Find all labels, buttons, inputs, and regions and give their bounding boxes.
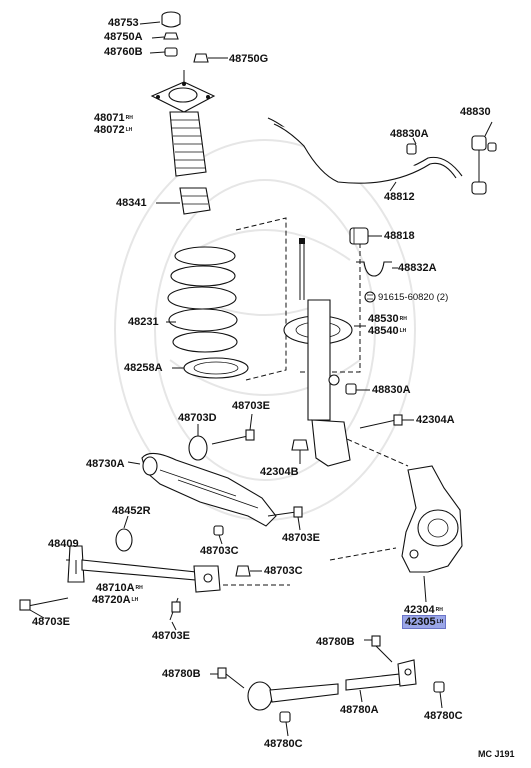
bolt-48703e-bot xyxy=(169,597,181,631)
nut-48830a-mid xyxy=(345,383,370,395)
nut-48703c-a xyxy=(213,525,224,545)
bushing-48818 xyxy=(349,227,382,245)
bolt-42304a xyxy=(359,414,414,429)
steering-knuckle-42304 xyxy=(401,465,463,603)
shock-absorber-48530 xyxy=(283,238,353,467)
nut-48750a xyxy=(163,32,179,40)
lower-arm-48730a xyxy=(141,452,277,527)
coil-spring-48231 xyxy=(167,246,238,353)
bump-stopper-48341 xyxy=(179,187,211,215)
strut-mount-48071 xyxy=(150,70,216,113)
nut-48830a-top xyxy=(406,143,417,155)
nut-48703c-b xyxy=(235,565,262,577)
nut-42304b xyxy=(291,439,309,464)
bracket-48832a xyxy=(356,261,398,277)
bushing-48703d xyxy=(188,424,208,461)
bushing-48452r xyxy=(115,515,133,552)
bolt-48703e-left xyxy=(19,597,69,619)
collar-48760b xyxy=(164,47,178,57)
bolt-48703e-mid xyxy=(267,506,303,531)
stabilizer-bar-48812 xyxy=(267,117,463,184)
bolt-48780b-left xyxy=(210,667,245,689)
bolt-91615 xyxy=(364,291,376,303)
nut-48780c-bot xyxy=(279,711,291,737)
bolt-48780b-top xyxy=(364,635,393,663)
nut-48750g xyxy=(193,53,228,63)
stab-link-48830 xyxy=(471,121,497,195)
spring-seat-48258a xyxy=(183,357,249,379)
dust-cap-48753 xyxy=(161,11,181,28)
nut-48780c-right xyxy=(433,681,445,709)
dust-boot-48071 xyxy=(169,111,207,177)
strut-rod-48710a xyxy=(67,545,221,593)
rear-link-48780a xyxy=(247,659,417,711)
bolt-48703e-top xyxy=(211,413,255,445)
